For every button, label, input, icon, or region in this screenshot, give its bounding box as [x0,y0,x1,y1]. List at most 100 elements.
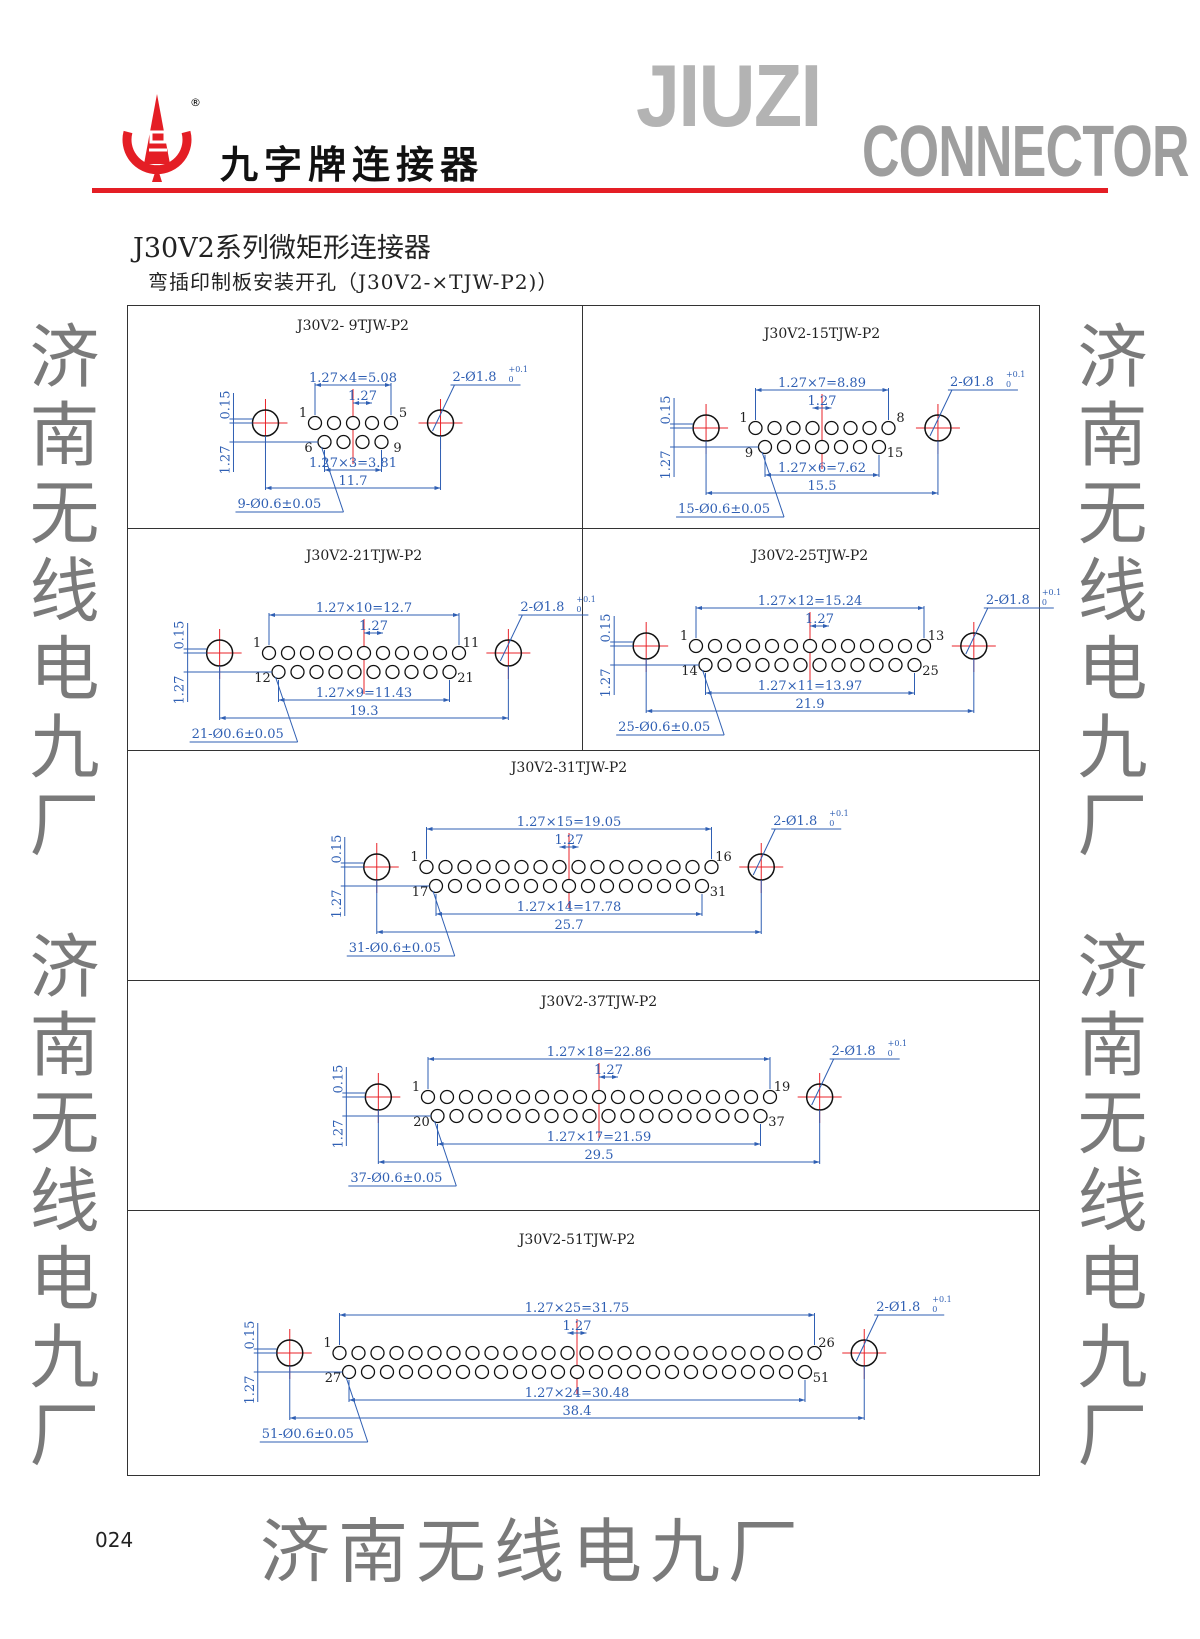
pin-hole-top [750,1345,765,1361]
pin-hole-top [451,645,467,661]
pin-hole-bottom [404,664,419,680]
pin-hole-bottom [675,878,691,894]
pin-hole-bottom [736,657,751,673]
pin-hole-bottom [831,657,846,673]
pin-hole-bottom [436,1364,452,1380]
pin-hole-top [726,638,742,654]
dim-pitch-bottom-label: 1.27×24=30.48 [525,1386,630,1401]
pin-hole-bottom [637,878,653,894]
pin-hole-top [916,638,932,654]
mount-spec-label: 2-Ø1.8 [453,370,497,385]
pin-hole-bottom [512,1364,528,1380]
pin-hole-top [686,1089,702,1105]
pin-hole-top [514,859,529,875]
pin-hole-bottom [561,878,577,894]
pin-hole-top [515,1089,531,1105]
dim-pitch-arrows [559,845,579,849]
pin-hole-bottom [447,878,463,894]
pin-hole-top [439,1089,455,1105]
dim-pitch-top-label: 1.27×10=12.7 [316,601,412,616]
pin-hole-bottom [850,657,865,673]
page-number: 024 [95,1528,134,1552]
vertical-dim-label: 1.27 [659,451,674,480]
pin-hole-top [579,1345,594,1361]
mount-spec-label: 2-Ø1.8 [986,593,1030,608]
mount-spec-leader [811,1058,835,1106]
pin-hole-top [897,638,913,654]
pin-hole-bottom [455,1364,471,1380]
pin-number: 9 [393,441,401,456]
pin-hole-top [648,1089,664,1105]
pin-hole-top [743,1089,759,1105]
vertical-dim-label: 0.15 [243,1321,258,1350]
pin-hole-bottom [740,1364,756,1380]
mount-tolerance-plus: +0.1 [829,809,848,818]
dim-overall-label: 15.5 [808,479,837,494]
pin-hole-bottom [506,1108,521,1124]
vertical-dim-label: 0.15 [173,621,188,650]
mount-spec-leader [432,384,455,432]
dim-pitch-label: 1.27 [555,833,584,848]
pin-hole-top [859,638,875,654]
panel-title: J30V2-15TJW-P2 [762,326,880,342]
hole-spec-label: 31-Ø0.6±0.05 [349,941,441,956]
dim-pitch-arrows [812,406,832,410]
pin-hole-top [533,859,548,875]
vertical-dim-label: 1.27 [330,890,345,919]
dim-pitch-bottom-label: 1.27×3=3.81 [309,456,397,471]
pin-hole-bottom [702,1364,718,1380]
pin-hole-top [419,859,434,875]
dim-pitch-arrows [353,401,372,405]
dim-pitch-label: 1.27 [348,389,377,404]
pin-hole-bottom [582,1108,597,1124]
pin-hole-top [337,645,353,661]
dim-pitch-top-label: 1.27×4=5.08 [309,371,397,386]
pin-number: 1 [410,850,418,865]
pin-hole-top [617,1345,632,1361]
dim-pitch-top-label: 1.27×12=15.24 [758,594,863,609]
pin-hole-bottom [656,878,672,894]
pin-hole-bottom [696,1108,711,1124]
pin-hole-top [767,420,782,436]
pin-hole-bottom [812,657,827,673]
pin-number: 21 [457,671,474,686]
pin-hole-bottom [734,1108,749,1124]
pin-number: 1 [323,1336,331,1351]
dim-pitch-arrows [810,624,829,628]
pin-hole-top [843,420,858,436]
pin-hole-top [432,645,448,661]
pin-number: 26 [818,1336,835,1351]
dim-pitch-label: 1.27 [359,619,388,634]
mount-tolerance-plus: +0.1 [932,1295,951,1304]
pin-hole-top [408,1345,423,1361]
logo-word-connector: CONNECTOR [862,112,1189,192]
pin-hole-top [762,1089,778,1105]
mount-tolerance-minus: 0 [888,1049,893,1058]
mount-spec-label: 2-Ø1.8 [832,1044,876,1059]
dim-pitch-bottom-label: 1.27×9=11.43 [316,686,412,701]
pin-hole-bottom [341,1364,357,1380]
pin-hole-bottom [698,657,713,673]
pin-hole-bottom [290,664,305,680]
pin-number: 1 [253,636,261,651]
pin-hole-top [503,1345,518,1361]
dim-pitch-arrows [567,1331,587,1335]
pin-hole-top [862,420,877,436]
pin-hole-top [413,645,429,661]
pin-hole-top [610,1089,626,1105]
pin-hole-top [326,415,342,431]
pin-hole-top [629,1089,645,1105]
pin-hole-bottom [317,434,332,450]
dim-pitch-top-label: 1.27×18=22.86 [547,1045,652,1060]
pin-hole-bottom [833,439,849,455]
mount-tolerance-minus: 0 [1006,380,1011,389]
pin-hole-bottom [428,878,444,894]
panel-51pin [127,1210,1040,1476]
pin-hole-bottom [474,1364,490,1380]
mount-spec-leader [752,828,776,876]
hole-spec-label: 15-Ø0.6±0.05 [678,502,770,517]
pin-hole-bottom [542,878,558,894]
vertical-dim-label: 0.15 [599,614,614,643]
pin-hole-bottom [468,1108,483,1124]
